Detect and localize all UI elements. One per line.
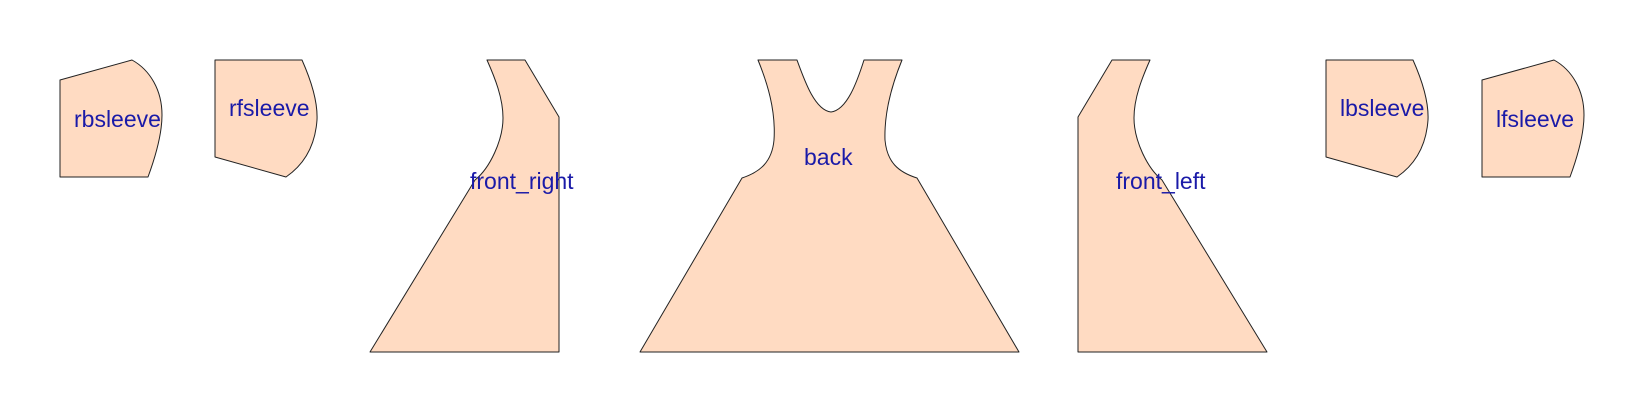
back-label: back [804, 144, 853, 170]
front-left-shape [1077, 59, 1268, 353]
piece-rfsleeve: rfsleeve [214, 59, 318, 178]
rbsleeve-shape [59, 59, 163, 178]
back-shape [639, 59, 1020, 353]
piece-front-right: front_right [369, 59, 574, 353]
piece-front-left: front_left [1077, 59, 1268, 353]
rfsleeve-label: rfsleeve [229, 95, 310, 121]
rfsleeve-shape [214, 59, 318, 178]
piece-lfsleeve: lfsleeve [1481, 59, 1585, 178]
lfsleeve-label: lfsleeve [1496, 106, 1574, 132]
front-right-shape [369, 59, 560, 353]
piece-back: back [639, 59, 1020, 353]
piece-lbsleeve: lbsleeve [1325, 59, 1429, 178]
lbsleeve-label: lbsleeve [1340, 95, 1424, 121]
front-left-label: front_left [1116, 168, 1206, 194]
piece-rbsleeve: rbsleeve [59, 59, 163, 178]
lbsleeve-shape [1325, 59, 1429, 178]
rbsleeve-label: rbsleeve [74, 106, 161, 132]
front-right-label: front_right [470, 168, 574, 194]
lfsleeve-shape [1481, 59, 1585, 178]
